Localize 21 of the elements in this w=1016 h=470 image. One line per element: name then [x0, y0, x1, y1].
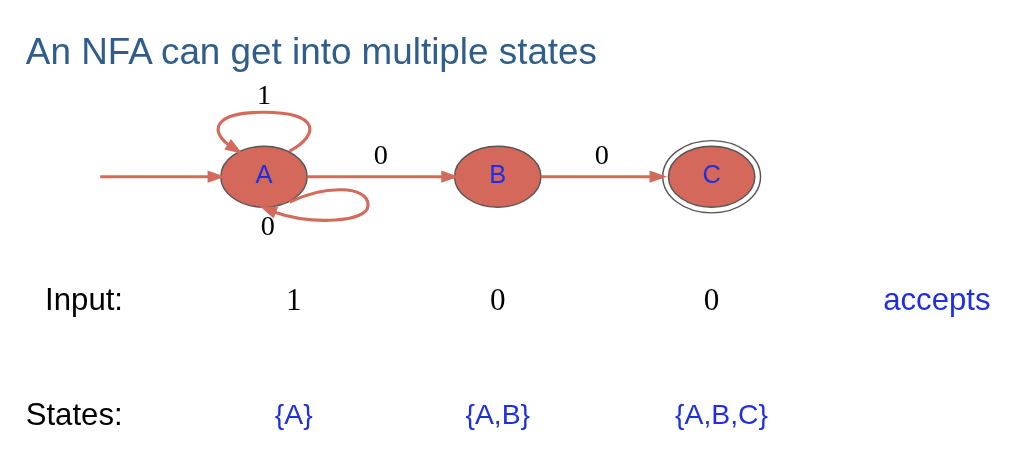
label: 0	[489, 281, 506, 317]
arrow	[216, 110, 312, 154]
arrow	[541, 170, 668, 183]
label: {A}	[274, 397, 313, 430]
arrow	[307, 170, 459, 183]
node-ellipse: A	[220, 145, 308, 208]
diagram-title: An NFA can get into multiple states	[25, 30, 598, 72]
node-ellipse: C	[662, 139, 762, 214]
node-ellipse: B	[453, 145, 542, 208]
edge-label: 0	[260, 209, 275, 241]
label: 1	[285, 281, 302, 317]
label: accepts	[883, 281, 991, 317]
label: 0	[703, 281, 720, 317]
label: {A,B,C}	[675, 397, 769, 430]
edge-label: 0	[594, 138, 609, 170]
label: Input:	[45, 281, 124, 317]
arrow	[259, 187, 370, 222]
edge-label: 1	[256, 78, 272, 110]
label: {A,B}	[465, 397, 531, 430]
edge-label: 0	[373, 138, 388, 170]
label: States:	[25, 396, 123, 432]
